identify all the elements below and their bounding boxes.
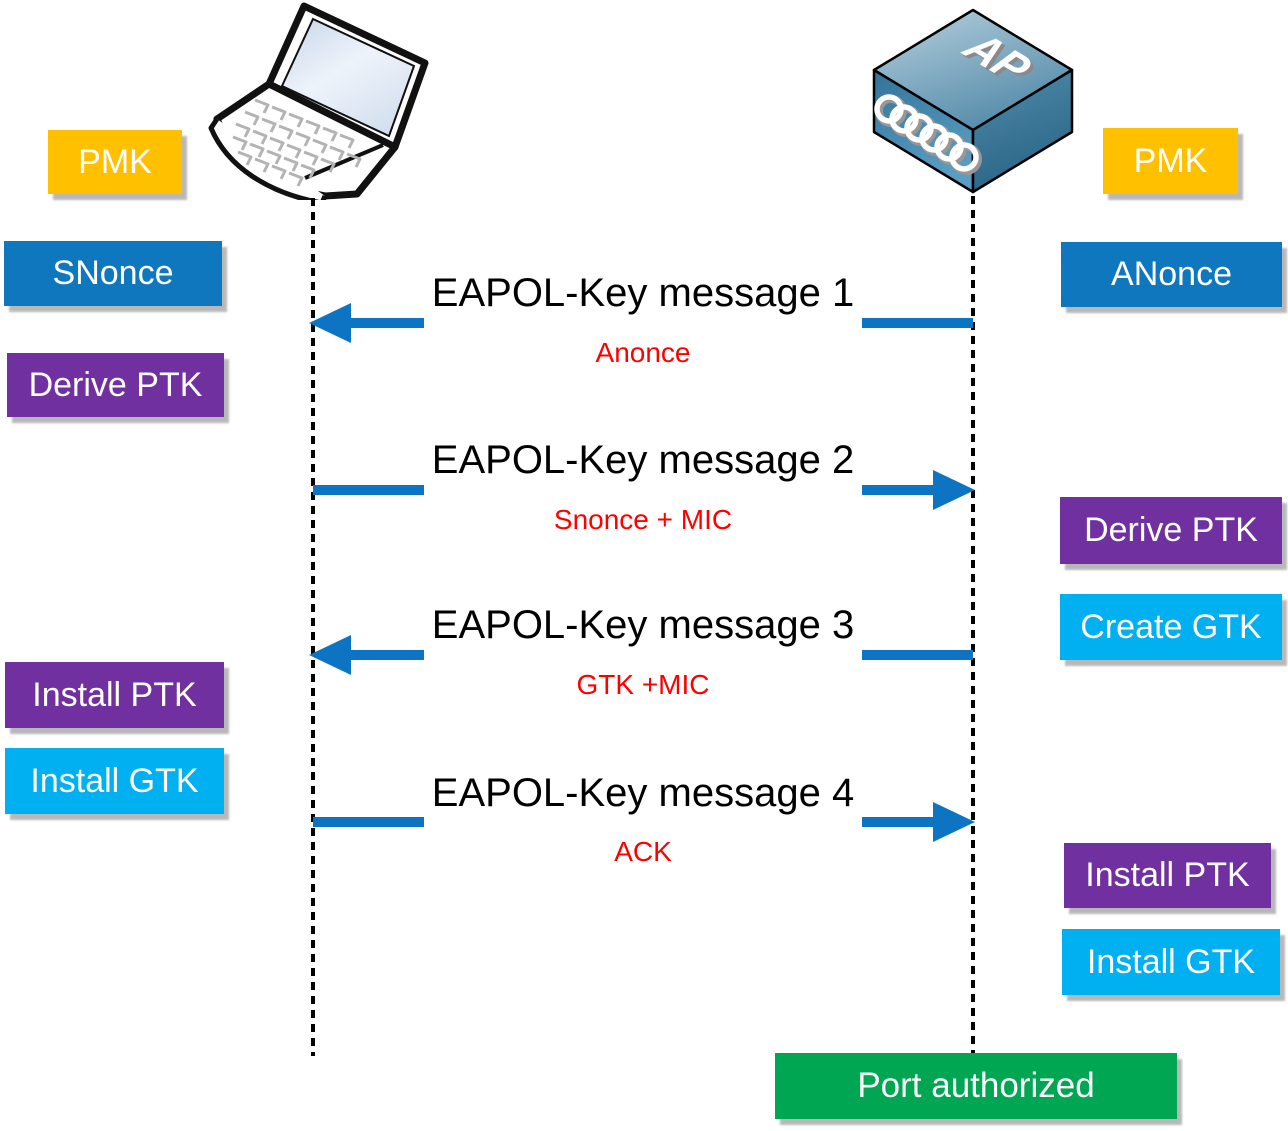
ap-pmk-box: PMK (1103, 128, 1238, 194)
message4-arrowhead-icon (933, 802, 975, 842)
ap-create-gtk-label: Create GTK (1080, 607, 1262, 646)
ap-lifeline (971, 196, 975, 1053)
station-pmk-label: PMK (78, 142, 152, 181)
ap-install-ptk-box: Install PTK (1064, 843, 1271, 908)
port-authorized-box: Port authorized (775, 1053, 1177, 1119)
laptop-icon (208, 2, 429, 200)
message4-payload: ACK (614, 836, 672, 867)
station-install-ptk-box: Install PTK (5, 662, 224, 728)
ap-anonce-box: ANonce (1061, 242, 1282, 307)
station-install-gtk-box: Install GTK (5, 748, 224, 814)
ap-anonce-label: ANonce (1111, 255, 1232, 293)
ap-install-ptk-label: Install PTK (1085, 856, 1250, 894)
ap-pmk-label: PMK (1133, 141, 1208, 180)
message2-payload: Snonce + MIC (553, 504, 733, 535)
station-derive-ptk-label: Derive PTK (28, 365, 203, 404)
message4-title: EAPOL-Key message 4 (313, 770, 973, 830)
station-snonce-label: SNonce (52, 254, 174, 292)
station-derive-ptk-box: Derive PTK (7, 353, 224, 417)
station-install-gtk-label: Install GTK (30, 761, 199, 800)
ap-install-gtk-box: Install GTK (1062, 929, 1280, 995)
station-lifeline (311, 198, 315, 1056)
message3-payload: GTK +MIC (576, 669, 710, 700)
access-point-icon: AP AP (872, 8, 1074, 194)
message3-arrowhead-icon (309, 635, 351, 675)
ap-derive-ptk-box: Derive PTK (1060, 497, 1282, 564)
message2-title: EAPOL-Key message 2 (313, 437, 973, 497)
message3-title: EAPOL-Key message 3 (313, 602, 973, 662)
message2-arrowhead-icon (933, 470, 975, 510)
station-snonce-box: SNonce (4, 241, 222, 306)
ap-install-gtk-label: Install GTK (1086, 942, 1256, 981)
port-authorized-label: Port authorized (857, 1066, 1095, 1105)
station-pmk-box: PMK (48, 130, 182, 194)
station-install-ptk-label: Install PTK (32, 675, 197, 714)
ap-derive-ptk-label: Derive PTK (1084, 511, 1258, 549)
message1-title: EAPOL-Key message 1 (313, 270, 973, 330)
message1-arrowhead-icon (309, 303, 351, 343)
ap-create-gtk-box: Create GTK (1060, 594, 1282, 660)
coil-decoration (874, 94, 982, 175)
message1-payload: Anonce (595, 337, 691, 368)
